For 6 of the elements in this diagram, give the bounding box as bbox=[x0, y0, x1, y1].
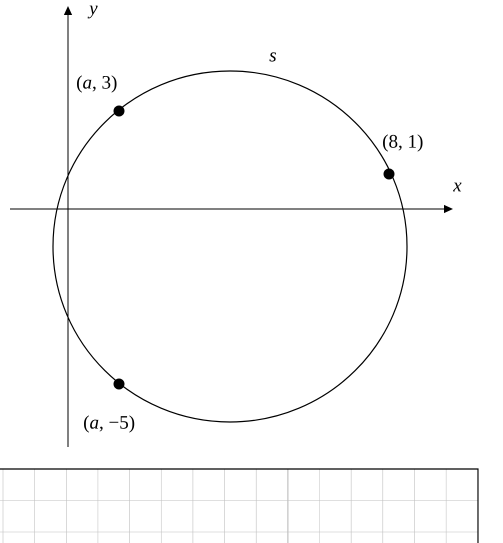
axis-label: x bbox=[452, 182, 462, 192]
point-label: (a, 3) bbox=[77, 75, 117, 93]
axis-label: y bbox=[88, 6, 98, 18]
point-label: (8, 1) bbox=[383, 134, 423, 152]
curve-label: s bbox=[269, 52, 276, 62]
point-label: (a, −5) bbox=[84, 415, 134, 433]
